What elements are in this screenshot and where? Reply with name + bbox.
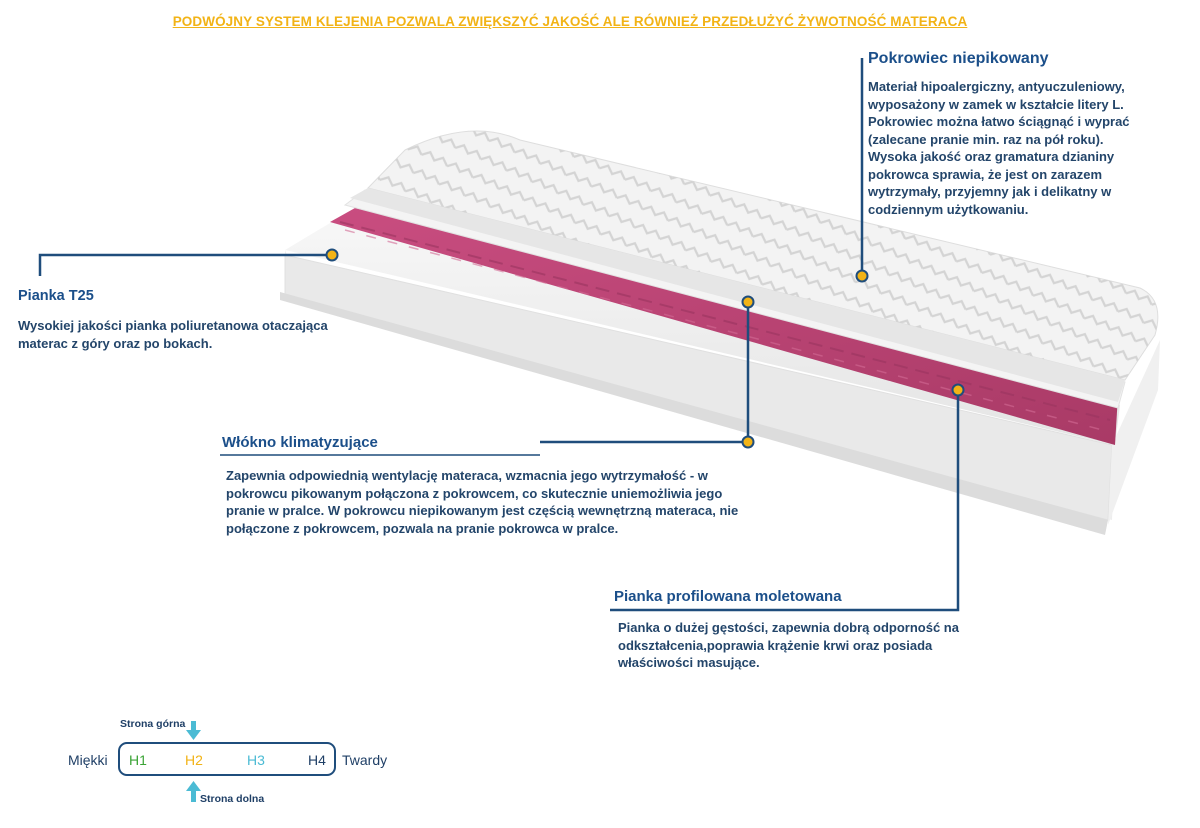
bottom-side-label: Strona dolna: [200, 793, 265, 805]
leader-lines: [38, 58, 960, 612]
headline: PODWÓJNY SYSTEM KLEJENIA POZWALA ZWIĘKSZ…: [172, 14, 968, 29]
cover-description: Materiał hipoalergiczny, antyuczuleniowy…: [868, 79, 1130, 217]
pink-profiled-foam: [330, 208, 1118, 445]
foam-top-surface: [285, 220, 1120, 445]
fibre-description: Zapewnia odpowiednią wentylację materaca…: [226, 468, 739, 536]
profiled-foam-title: Pianka profilowana moletowana: [614, 588, 842, 605]
t25-title: Pianka T25: [18, 288, 94, 304]
callout-dots: [325, 248, 965, 449]
hardness-level-h2: H2: [185, 752, 203, 768]
hardness-level-h3: H3: [247, 752, 265, 768]
top-side-label: Strona górna: [120, 718, 186, 730]
hardness-level-h1: H1: [129, 752, 147, 768]
hardness-level-h4: H4: [308, 752, 326, 768]
profiled-foam-description: Pianka o dużej gęstości, zapewnia dobrą …: [618, 620, 959, 670]
hardness-arrows: [186, 721, 201, 802]
hardness-scale-box: [118, 742, 336, 776]
t25-description: Wysokiej jakości pianka poliuretanowa ot…: [18, 318, 328, 351]
soft-label: Miękki: [68, 752, 108, 768]
cover-title: Pokrowiec niepikowany: [868, 50, 1049, 67]
fibre-title: Włókno klimatyzujące: [222, 434, 378, 451]
hard-label: Twardy: [342, 752, 388, 768]
